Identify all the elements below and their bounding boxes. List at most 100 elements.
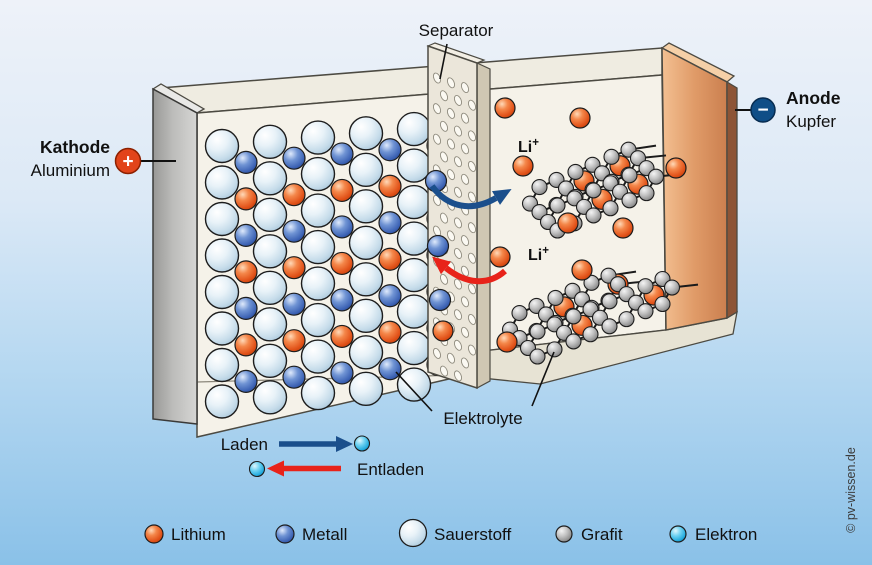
grafit-sphere	[585, 207, 602, 224]
cathode-terminal: + Kathode Aluminium	[31, 137, 176, 180]
grafit-sphere	[549, 197, 566, 214]
metall-sphere	[234, 369, 258, 393]
separator-hole	[453, 156, 463, 168]
lithium-ion-sphere	[665, 157, 687, 179]
aluminium-plate	[151, 83, 206, 425]
sauerstoff-sphere	[348, 152, 384, 188]
sauerstoff-sphere	[252, 307, 288, 342]
sauerstoff-sphere	[396, 184, 432, 220]
metall-sphere	[282, 365, 306, 389]
grafit-sphere	[618, 311, 635, 328]
separator-hole	[460, 357, 470, 369]
sauerstoff-sphere	[300, 339, 336, 374]
cathode-material-label: Aluminium	[31, 161, 110, 180]
separator-hole	[439, 273, 449, 285]
electron-icon	[248, 460, 266, 478]
separator-hole	[467, 99, 477, 111]
metall-sphere	[428, 288, 452, 312]
separator-hole	[460, 326, 470, 338]
plus-terminal-icon	[114, 147, 142, 175]
metall-sphere	[426, 234, 450, 258]
grafit-sphere	[582, 326, 599, 343]
li-charge: +	[532, 137, 539, 149]
separator-hole	[453, 309, 463, 321]
sauerstoff-sphere	[252, 343, 288, 378]
cathode-lattice	[204, 111, 450, 419]
flow-legend: Laden Entladen	[221, 435, 424, 479]
separator-hole	[453, 339, 463, 351]
legend-item-grafit: Grafit	[555, 525, 623, 544]
separator-hole	[453, 186, 463, 198]
metall-sphere	[234, 223, 258, 247]
sauerstoff-sphere	[252, 234, 288, 269]
sauerstoff-sphere	[300, 120, 336, 155]
separator-hole	[453, 125, 463, 137]
separator-hole	[439, 120, 449, 132]
anode-label: Anode	[786, 88, 841, 108]
metall-sphere	[378, 357, 402, 381]
minus-sign: −	[757, 100, 768, 121]
separator-hole	[460, 82, 470, 94]
separator-hole	[439, 151, 449, 163]
separator-hole	[446, 77, 456, 89]
grafit-sphere	[603, 148, 620, 165]
grafit-sphere	[621, 167, 638, 184]
lithium-sphere	[234, 333, 258, 357]
legend-item-metall: Metall	[275, 524, 347, 544]
separator-hole	[467, 344, 477, 356]
grafit-sphere	[663, 279, 681, 296]
separator-hole	[432, 133, 442, 145]
grafit-sphere	[511, 305, 528, 322]
discharge-label: Entladen	[357, 460, 424, 479]
grafit-sphere	[654, 295, 671, 313]
electron-icon	[353, 435, 371, 452]
metall-sphere	[330, 288, 354, 312]
metall-sphere	[282, 292, 306, 316]
minus-terminal-icon	[750, 97, 776, 123]
legend-label: Lithium	[171, 525, 226, 544]
sauerstoff-sphere	[204, 347, 240, 383]
separator-hole	[453, 370, 463, 382]
discharge-arrow	[432, 256, 507, 285]
legend-label: Metall	[302, 525, 347, 544]
sauerstoff-sphere	[204, 165, 240, 200]
separator-hole	[446, 352, 456, 364]
sauerstoff-sphere	[252, 197, 288, 232]
metall-sphere	[330, 215, 354, 239]
separator-hole	[446, 230, 456, 242]
lithium-sphere	[432, 320, 454, 342]
grafit-sphere	[546, 341, 563, 358]
lithium-sphere	[282, 183, 306, 207]
separator-hole	[439, 212, 449, 224]
metall-icon	[275, 524, 295, 544]
sauerstoff-sphere	[300, 193, 336, 228]
metall-sphere	[282, 146, 306, 170]
metall-sphere	[330, 142, 354, 166]
sauerstoff-sphere	[348, 335, 384, 370]
copper-plate	[660, 42, 738, 331]
lithium-ion-sphere	[571, 259, 593, 281]
lithium-icon	[144, 524, 164, 544]
separator-hole	[467, 252, 477, 264]
credit-text: © pv-wissen.de	[844, 447, 858, 533]
sauerstoff-sphere	[348, 298, 384, 334]
graphite-sheets-and-lithium-ions	[489, 97, 699, 365]
separator-hole	[460, 143, 470, 155]
sauerstoff-sphere	[396, 111, 432, 147]
separator-hole	[453, 217, 463, 229]
separator-holes	[432, 72, 477, 382]
sauerstoff-sphere	[348, 116, 384, 151]
lithium-sphere	[330, 178, 354, 203]
sauerstoff-sphere	[348, 262, 384, 297]
sauerstoff-sphere	[252, 380, 288, 415]
charge-arrow-icon	[336, 436, 353, 452]
separator-hole	[439, 365, 449, 377]
separator-hole	[446, 138, 456, 150]
sauerstoff-sphere	[204, 201, 240, 237]
grafit-icon	[555, 525, 573, 543]
electrolyte-label: Elektrolyte	[443, 409, 522, 428]
separator-label-group: Separator	[419, 21, 494, 80]
grafit-sphere	[647, 168, 665, 185]
separator-hole	[453, 278, 463, 290]
